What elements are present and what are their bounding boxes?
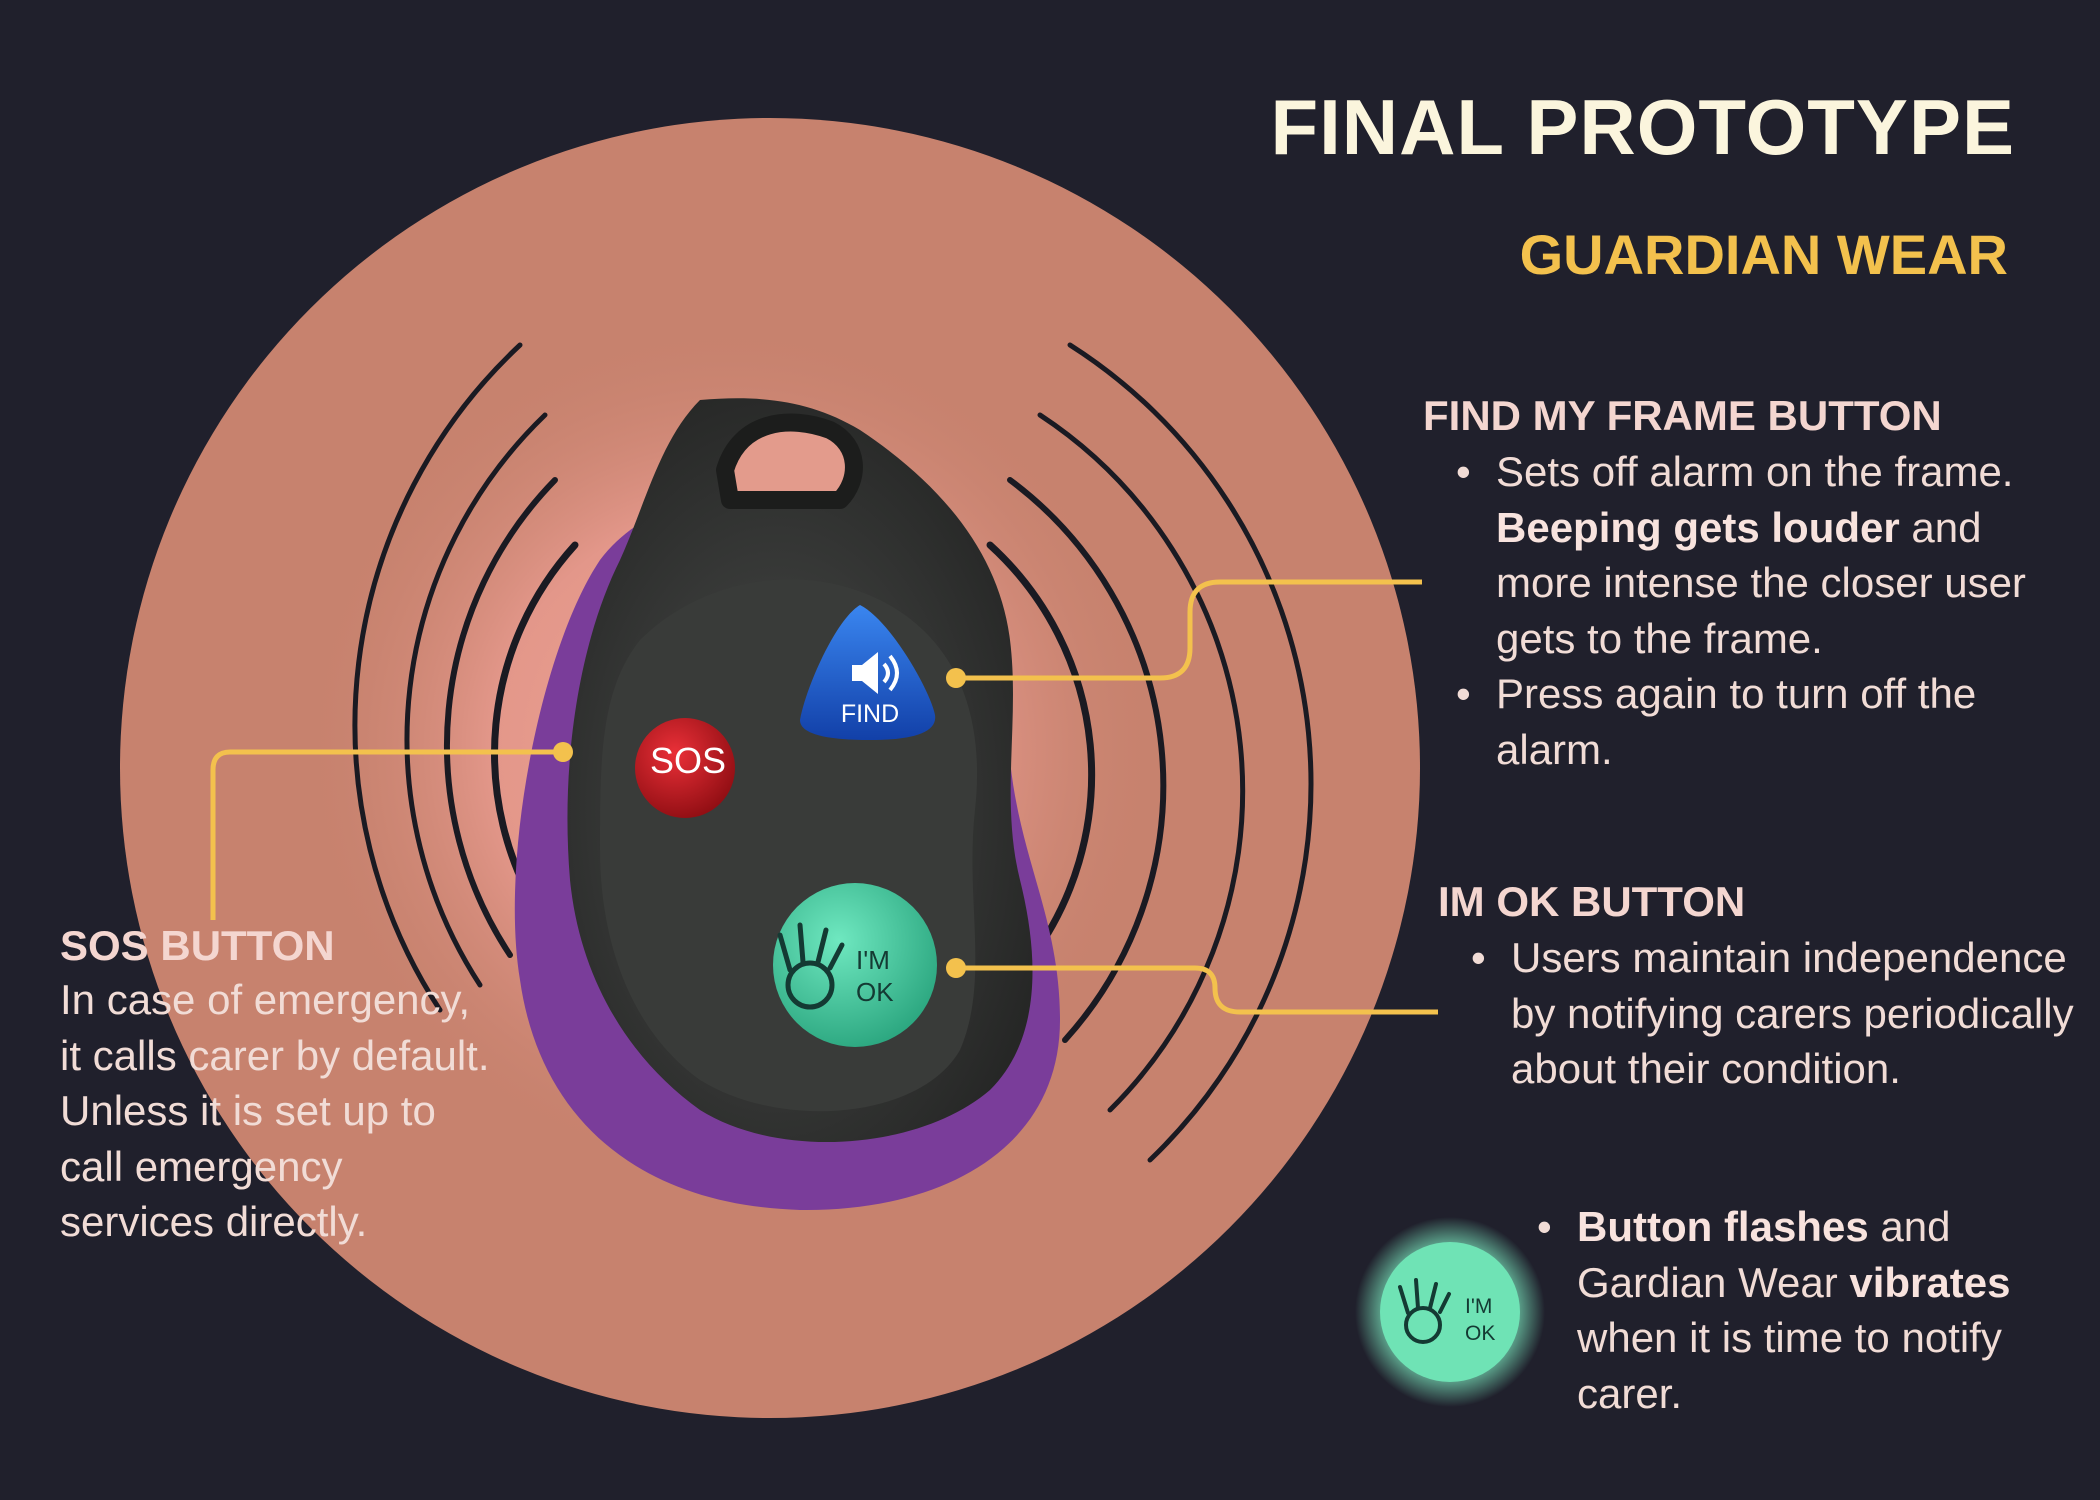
sound-waves-left xyxy=(352,342,579,1013)
im-ok-flash-list: Button flashes and Gardian Wear vibrates… xyxy=(1533,1199,2093,1421)
sound-waves-right xyxy=(986,342,1314,1163)
ok-bullet-2: Button flashes and Gardian Wear vibrates… xyxy=(1533,1199,2093,1421)
speaker-icon xyxy=(852,652,899,694)
find-callout-line xyxy=(956,579,1422,681)
ok-callout-line xyxy=(956,965,1438,1015)
keyring-loop xyxy=(716,413,863,509)
sos-callout-line xyxy=(210,749,563,920)
ok-button-label-line2: OK xyxy=(856,977,894,1007)
sos-heading: SOS BUTTON xyxy=(60,922,335,969)
ok-button-flashing xyxy=(1380,1242,1520,1382)
device-face xyxy=(600,579,978,1112)
product-name: GUARDIAN WEAR xyxy=(1519,223,2008,286)
sos-button-label: SOS xyxy=(649,740,727,781)
sos-button[interactable] xyxy=(635,718,735,818)
ok-button-label-line1: I'M xyxy=(856,945,890,975)
ok-hand-icon-small xyxy=(1398,1278,1451,1344)
find-my-frame-heading: FIND MY FRAME BUTTON xyxy=(1423,392,1942,439)
find-my-frame-list: Sets off alarm on the frame. Beeping get… xyxy=(1452,444,2082,777)
find-bullet-2: Press again to turn off the alarm. xyxy=(1452,666,2082,777)
ok-hand-icon xyxy=(777,922,845,1010)
ok-button-small-label-line1: I'M xyxy=(1465,1295,1493,1318)
ok-bullet-1: Users maintain independence by notifying… xyxy=(1467,930,2087,1097)
im-ok-heading: IM OK BUTTON xyxy=(1438,878,1746,925)
callout-dots xyxy=(553,668,966,978)
find-bullet-1: Sets off alarm on the frame. Beeping get… xyxy=(1452,444,2082,666)
ok-button-small-label-line2: OK xyxy=(1465,1322,1496,1345)
callout-lines xyxy=(210,579,1438,1015)
sos-description: In case of emergency, it calls carer by … xyxy=(60,976,490,1245)
find-button-label: FIND xyxy=(840,700,900,728)
im-ok-list: Users maintain independence by notifying… xyxy=(1467,930,2087,1097)
page-title: FINAL PROTOTYPE xyxy=(1270,83,2015,171)
sos-section: SOS BUTTON In case of emergency, it call… xyxy=(60,922,500,1250)
